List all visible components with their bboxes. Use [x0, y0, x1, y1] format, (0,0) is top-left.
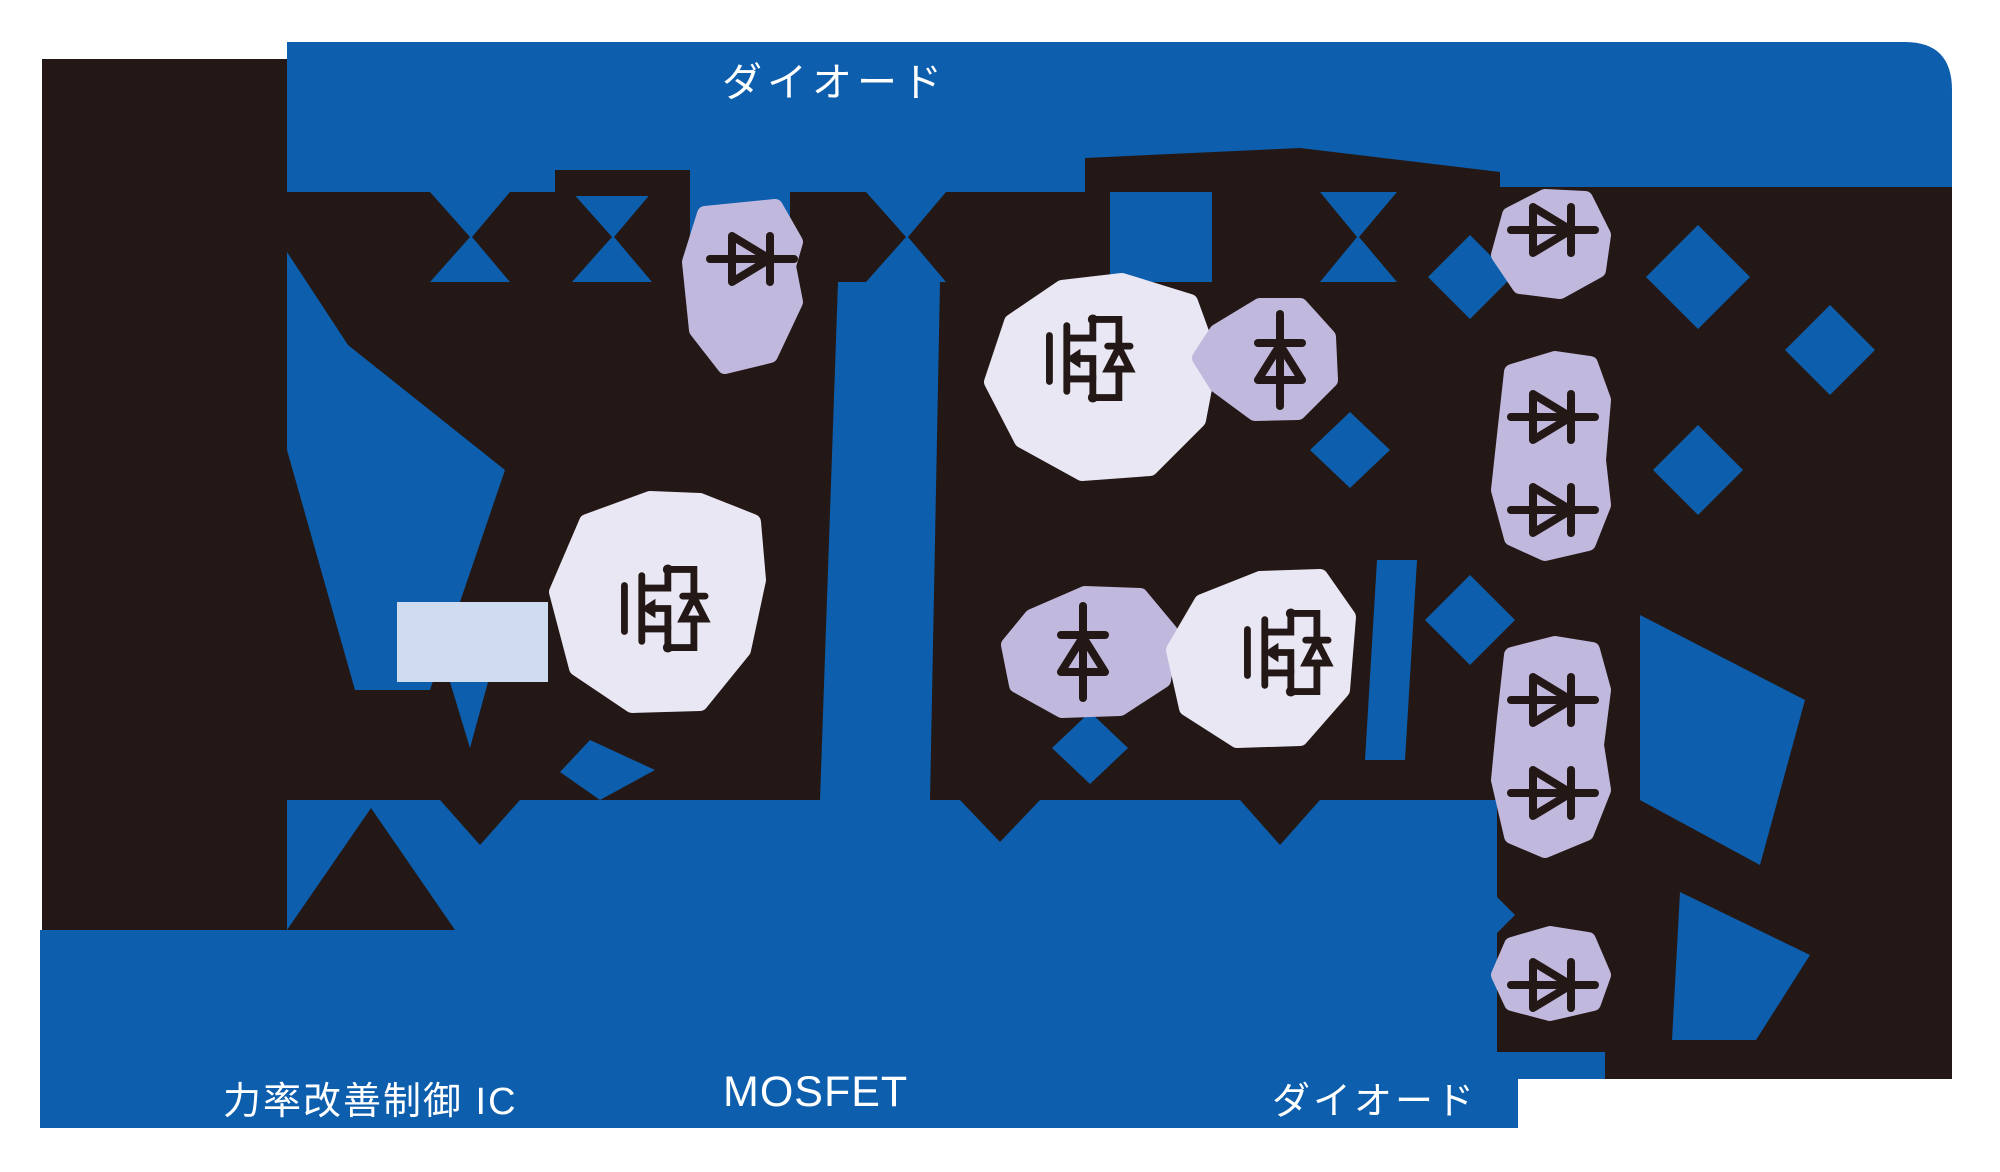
label-diode-top: ダイオード: [722, 61, 947, 105]
mosfet-highlight-blob: [984, 273, 1218, 481]
diode-highlight-blob: [1491, 351, 1611, 561]
mosfet-highlight-blob: [1166, 569, 1356, 748]
diode-highlight-blob: [1192, 298, 1338, 421]
diode-highlight-blob: [682, 199, 803, 374]
label-mosfet: MOSFET: [723, 1068, 909, 1116]
label-diode-bottom: ダイオード: [1272, 1081, 1478, 1123]
diode-highlight-blob: [1491, 636, 1611, 858]
label-pfc-ic: 力率改善制御 IC: [223, 1081, 518, 1123]
mosfet-highlight-blob: [549, 491, 766, 713]
pfc-ic-block: [397, 602, 548, 748]
blue-channels: [287, 225, 1875, 1040]
